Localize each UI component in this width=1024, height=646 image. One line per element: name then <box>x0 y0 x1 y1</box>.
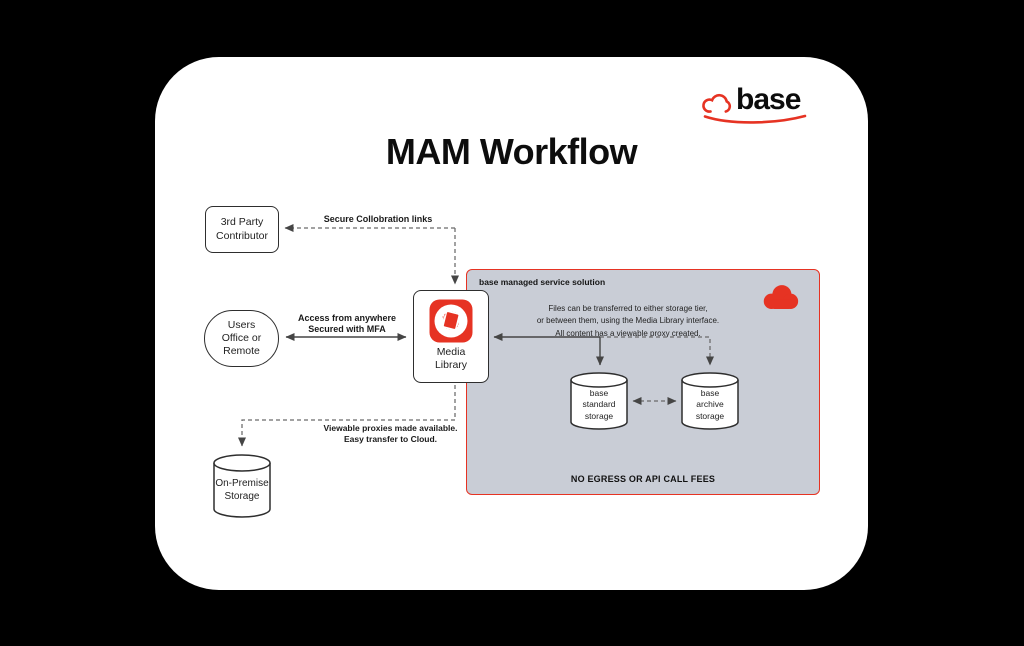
base-logo: base <box>701 83 801 116</box>
cylinder-shape <box>681 372 739 430</box>
cloud-icon <box>763 285 799 309</box>
managed-service-panel: base managed service solution Files can … <box>466 269 820 495</box>
node-label: Media Library <box>434 346 468 372</box>
diagram-title: MAM Workflow <box>385 131 638 172</box>
edge-label-access-mfa: Access from anywhere Secured with MFA <box>297 313 397 335</box>
cylinder-shape <box>213 454 271 518</box>
logo-text: base <box>736 83 801 116</box>
node-label: base standard storage <box>582 387 616 421</box>
node-label: base archive storage <box>695 387 725 421</box>
logo-underline-swoosh <box>703 114 807 124</box>
node-base-standard-storage: base standard storage <box>570 372 628 430</box>
panel-description: Files can be transferred to either stora… <box>536 304 720 338</box>
connector-archive-storage-down <box>600 336 714 366</box>
panel-title: base managed service solution <box>479 277 606 287</box>
node-label: On-Premise Storage <box>215 478 269 502</box>
node-third-party-contributor: 3rd Party Contributor <box>205 206 279 253</box>
edge-label-secure-collaboration: Secure Collobration links <box>323 214 433 224</box>
node-media-library: Media Library <box>413 290 489 383</box>
cloud-icon <box>702 93 732 113</box>
node-base-archive-storage: base archive storage <box>681 372 739 430</box>
media-library-icon <box>429 299 473 343</box>
edge-label-viewable-proxies: Viewable proxies made available. Easy tr… <box>323 423 458 445</box>
node-on-premise-storage: On-Premise Storage <box>213 454 271 518</box>
panel-footer: NO EGRESS OR API CALL FEES <box>570 474 716 484</box>
node-users-office-remote: Users Office or Remote <box>204 310 279 367</box>
connector-viewable-proxies <box>238 385 456 447</box>
cylinder-shape <box>570 372 628 430</box>
